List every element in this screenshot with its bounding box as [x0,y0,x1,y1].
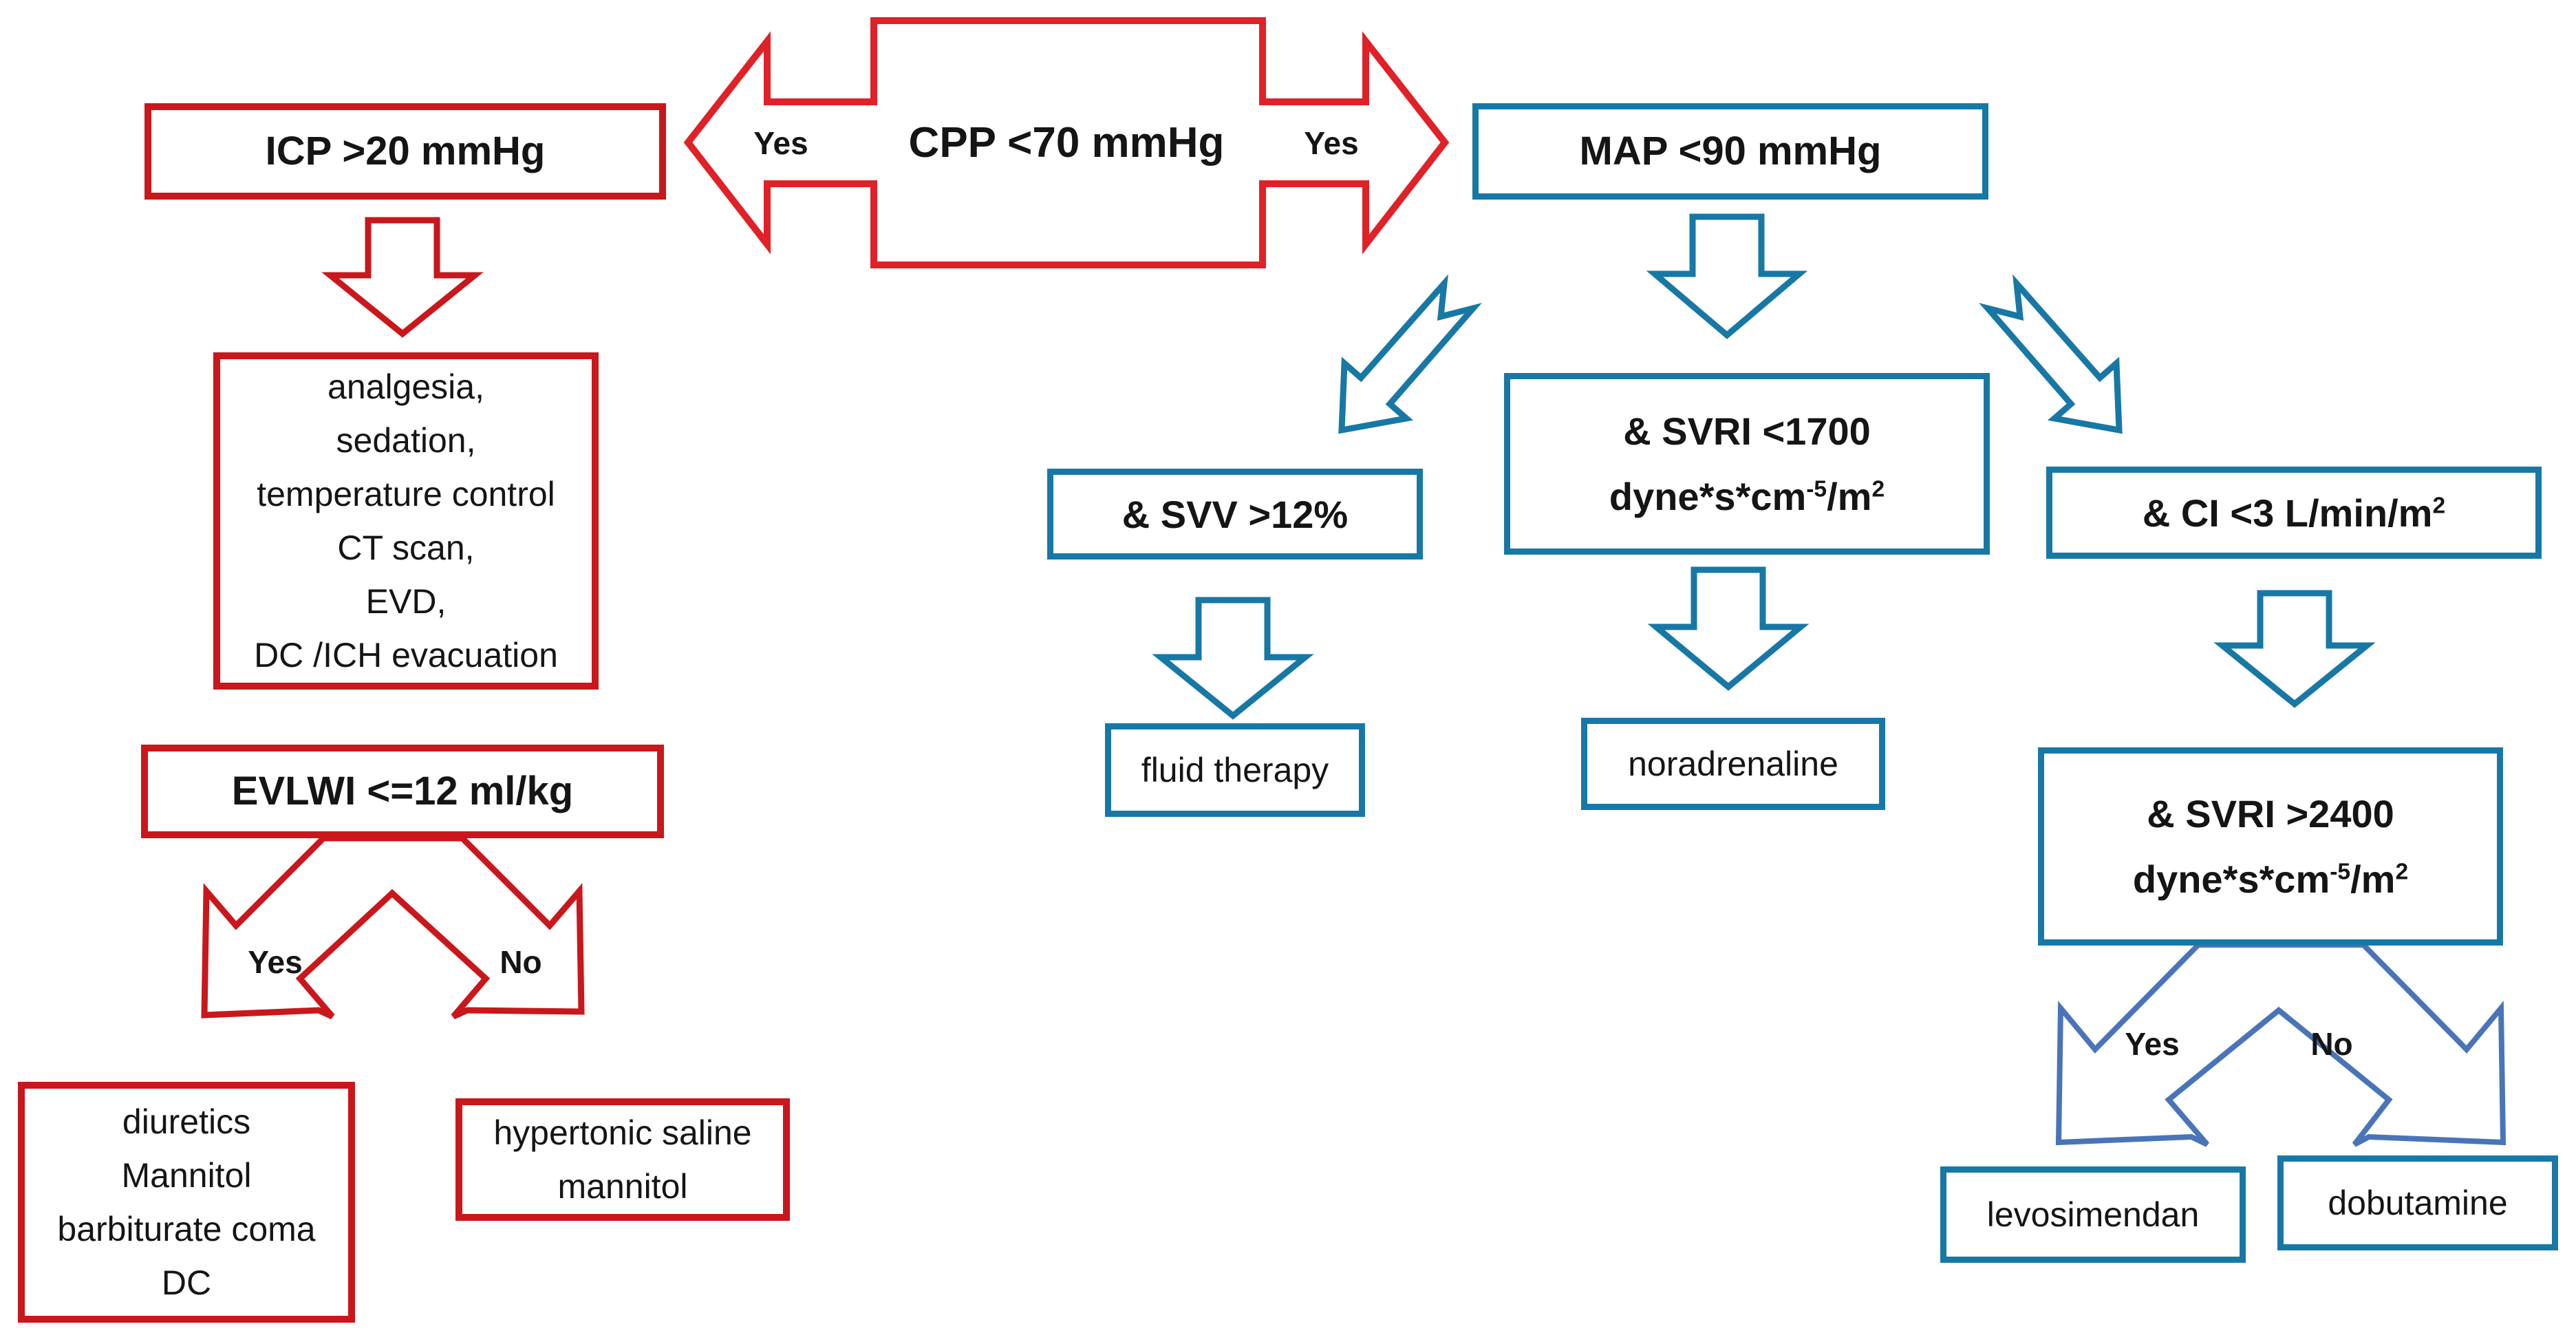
svri-high-units-sup: -5 [2330,859,2351,885]
evlwi-no-label: No [500,944,542,980]
ci-down-arrow [2213,590,2376,708]
cpp-yes-left-label: Yes [753,125,808,161]
svri-low-line1: & SVRI <1700 [1623,409,1871,453]
svri-high-line1: & SVRI >2400 [2147,792,2394,835]
ci-label-base: & CI <3 L/min/m [2142,491,2433,535]
cpp-yes-right-label: Yes [1304,125,1359,161]
ci-label-sup: 2 [2432,492,2446,518]
treatment-line: mannitol [557,1167,688,1206]
evlwi-split-arrow [201,835,585,1020]
noradrenaline-label: noradrenaline [1628,745,1838,783]
svv-condition-box: & SVV >12% [1047,469,1423,559]
svri-low-condition-box: & SVRI <1700 dyne*s*cm-5/m2 [1504,373,1990,555]
icp-condition-box: ICP >20 mmHg [144,103,666,200]
map-condition-label: MAP <90 mmHg [1579,128,1882,173]
ci-condition-label: & CI <3 L/min/m2 [2143,480,2445,546]
svri-high-units-base2: /m [2350,857,2396,901]
dobutamine-label: dobutamine [2328,1184,2508,1222]
svri-high-units-base: dyne*s*cm [2132,857,2330,901]
icp-action-line: CT scan, [337,529,475,567]
treatment-line: DC [161,1263,212,1302]
icp-action-line: temperature control [257,475,555,513]
evlwi-yes-label: Yes [248,944,303,980]
svri-high-line2: dyne*s*cm-5/m2 [2133,846,2408,912]
icp-actions-box: analgesia, sedation, temperature control… [213,352,599,690]
svv-condition-label: & SVV >12% [1121,492,1349,536]
icp-condition-label: ICP >20 mmHg [265,128,546,173]
map-condition-box: MAP <90 mmHg [1472,103,1988,200]
icp-action-line: sedation, [336,421,476,460]
noradrenaline-box: noradrenaline [1581,718,1885,810]
map-branch-left-arrow [1338,274,1482,434]
svv-down-arrow [1152,597,1314,720]
svri-high-condition-box: & SVRI >2400 dyne*s*cm-5/m2 [2038,747,2503,946]
svri-low-units-base2: /m [1827,475,1872,518]
map-branch-right-arrow [1979,274,2123,434]
svri-low-units-base: dyne*s*cm [1609,475,1807,518]
cpp-double-arrow-shape [683,17,1450,268]
svri-high-units-sup2: 2 [2395,859,2409,885]
treatment-line: hypertonic saline [493,1113,752,1152]
levosimendan-label: levosimendan [1986,1195,2200,1234]
icp-down-arrow [321,217,484,338]
svri-high-split-arrow [2055,942,2507,1147]
svri-low-down-arrow [1647,566,1810,691]
map-down-arrow [1646,213,1808,339]
ci-condition-box: & CI <3 L/min/m2 [2046,467,2542,559]
icp-action-line: DC /ICH evacuation [254,636,558,674]
icp-action-line: EVD, [365,582,447,621]
treatment-line: diuretics [122,1102,251,1141]
fluid-therapy-box: fluid therapy [1105,723,1365,817]
svri-low-units-sup2: 2 [1871,476,1885,502]
fluid-therapy-label: fluid therapy [1141,751,1329,789]
evlwi-no-treatment-box: hypertonic saline mannitol [455,1098,790,1221]
dobutamine-box: dobutamine [2277,1155,2558,1250]
levosimendan-box: levosimendan [1940,1166,2246,1263]
evlwi-condition-label: EVLWI <=12 ml/kg [231,768,574,813]
evlwi-condition-box: EVLWI <=12 ml/kg [141,745,664,838]
evlwi-yes-treatment-box: diuretics Mannitol barbiturate coma DC [18,1082,355,1323]
cpp-condition-label: CPP <70 mmHg [908,119,1225,167]
icp-action-line: analgesia, [328,367,484,406]
svri-high-yes-label: Yes [2125,1026,2180,1062]
svri-low-units-sup: -5 [1806,476,1827,502]
treatment-line: Mannitol [121,1156,252,1195]
svri-high-no-label: No [2310,1026,2353,1062]
svri-low-line2: dyne*s*cm-5/m2 [1609,464,1885,529]
treatment-line: barbiturate coma [57,1210,316,1248]
